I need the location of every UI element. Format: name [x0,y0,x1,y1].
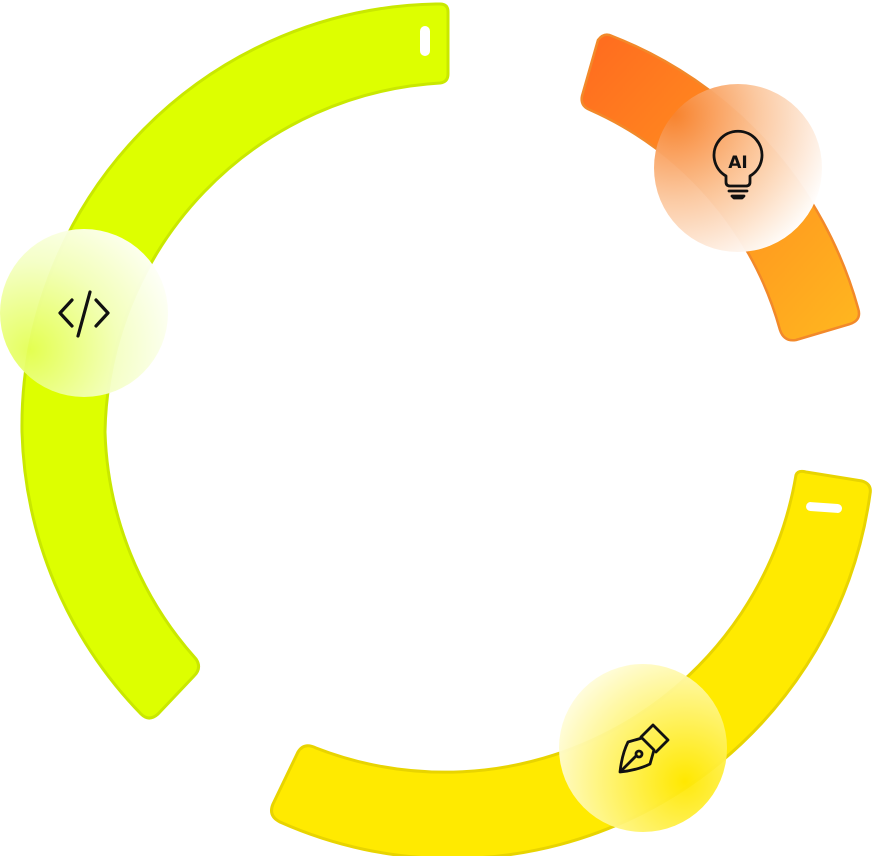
lime-arc-segment [20,2,450,720]
yellow-arc-segment [270,469,872,856]
design-badge-circle [559,664,727,832]
ai-badge-circle [654,84,822,252]
design-skill-badge[interactable] [559,664,727,832]
ai-badge-label: AI [728,153,747,173]
code-skill-badge[interactable] [0,229,168,397]
pen-nib-icon [618,723,670,774]
ai-skill-badge[interactable]: AI [654,84,822,252]
yellow-arc-highlight [806,502,843,513]
code-icon [58,290,110,338]
lime-arc-highlight [420,26,430,56]
ai-lightbulb-icon [712,129,764,200]
